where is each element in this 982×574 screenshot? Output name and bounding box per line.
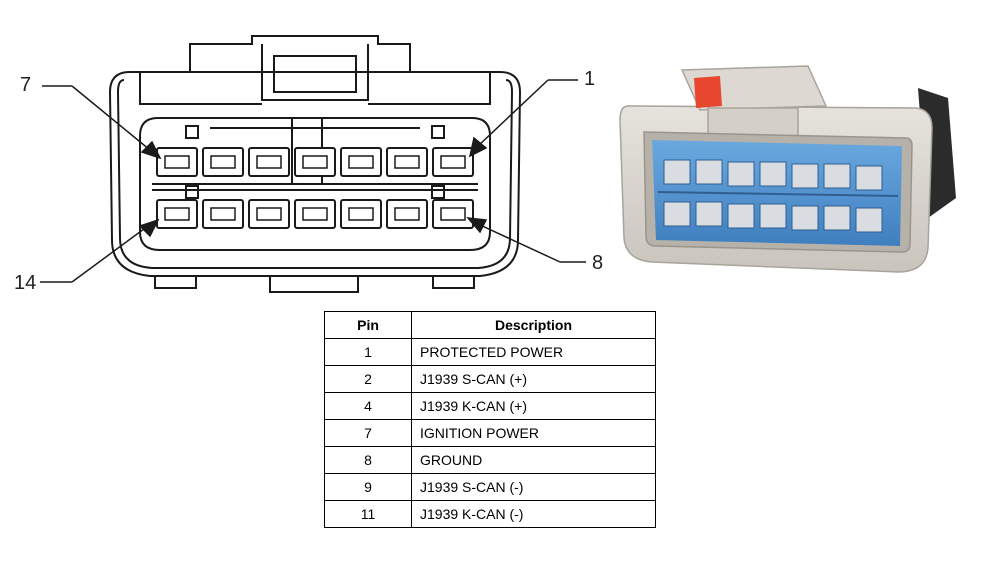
callout-pin-14: 14 — [14, 272, 37, 294]
connector-outline — [108, 35, 522, 293]
pin-number: 8 — [324, 446, 412, 474]
pin-number: 2 — [324, 365, 412, 393]
callout-pin-7: 7 — [20, 74, 32, 96]
pin-description: J1939 S-CAN (-) — [411, 473, 656, 501]
terminal-row-top — [156, 147, 474, 177]
connector-lock-tab — [694, 76, 722, 108]
connector-photo — [619, 65, 956, 273]
table-row: 4 J1939 K-CAN (+) — [324, 392, 656, 420]
connector-terminals — [663, 159, 883, 233]
header-pin: Pin — [324, 311, 412, 339]
pin-description: GROUND — [411, 446, 656, 474]
table-row: 1 PROTECTED POWER — [324, 338, 656, 366]
pin-description-table: Pin Description 1 PROTECTED POWER 2 J193… — [324, 311, 656, 528]
callout-pin-1: 1 — [584, 68, 596, 90]
pin-description: IGNITION POWER — [411, 419, 656, 447]
callout-leaders — [40, 79, 586, 283]
table-row: 7 IGNITION POWER — [324, 419, 656, 447]
connector-face-drawing — [40, 35, 586, 293]
terminal-row-bottom-detail — [164, 207, 466, 221]
table-row: 2 J1939 S-CAN (+) — [324, 365, 656, 393]
pin-description: PROTECTED POWER — [411, 338, 656, 366]
table-row: 8 GROUND — [324, 446, 656, 474]
pin-description: J1939 S-CAN (+) — [411, 365, 656, 393]
terminal-row-top-detail — [164, 155, 466, 169]
header-description: Description — [411, 311, 656, 339]
pin-number: 1 — [324, 338, 412, 366]
table-header-row: Pin Description — [324, 311, 656, 339]
callout-pin-8: 8 — [592, 252, 604, 274]
pin-description: J1939 K-CAN (+) — [411, 392, 656, 420]
table-row: 11 J1939 K-CAN (-) — [324, 500, 656, 528]
pin-number: 7 — [324, 419, 412, 447]
pin-number: 9 — [324, 473, 412, 501]
pin-description: J1939 K-CAN (-) — [411, 500, 656, 528]
terminal-row-bottom — [156, 199, 474, 229]
pin-number: 4 — [324, 392, 412, 420]
pin-number: 11 — [324, 500, 412, 528]
table-row: 9 J1939 S-CAN (-) — [324, 473, 656, 501]
